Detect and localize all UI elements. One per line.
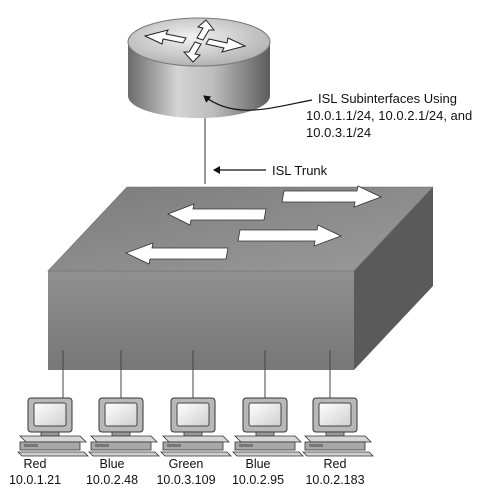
host-links xyxy=(62,350,331,398)
pc-icon xyxy=(17,397,89,457)
host-ip: 10.0.1.21 xyxy=(9,473,61,487)
pc-icon xyxy=(232,397,304,457)
annotation-arrow xyxy=(203,95,313,111)
host-ip: 10.0.2.183 xyxy=(305,473,364,487)
switch-icon xyxy=(47,185,434,370)
host-ip: 10.0.3.109 xyxy=(156,473,215,487)
host-2: Green 10.0.3.109 xyxy=(156,397,232,487)
host-name: Blue xyxy=(99,457,124,471)
host-3: Blue 10.0.2.95 xyxy=(232,397,304,487)
host-name: Red xyxy=(24,457,47,471)
pc-icon xyxy=(88,397,160,457)
host-name: Red xyxy=(324,457,347,471)
host-ip: 10.0.2.95 xyxy=(232,473,284,487)
host-0: Red 10.0.1.21 xyxy=(9,397,89,487)
host-ip: 10.0.2.48 xyxy=(86,473,138,487)
switch-arrows xyxy=(124,185,383,265)
router-icon xyxy=(127,17,271,118)
host-name: Blue xyxy=(245,457,270,471)
pc-icon xyxy=(302,397,374,457)
annotation-line-1: ISL Subinterfaces Using xyxy=(318,91,457,106)
router-arrows xyxy=(143,19,247,63)
annotation-line-3: 10.0.3.1/24 xyxy=(306,125,371,140)
host-4: Red 10.0.2.183 xyxy=(302,397,374,487)
router-annotation: ISL Subinterfaces Using 10.0.1.1/24, 10.… xyxy=(306,91,472,140)
host-name: Green xyxy=(169,457,204,471)
host-1: Blue 10.0.2.48 xyxy=(86,397,160,487)
annotation-line-2: 10.0.1.1/24, 10.0.2.1/24, and xyxy=(306,108,472,123)
pc-icon xyxy=(160,397,232,457)
trunk-label: ISL Trunk xyxy=(272,163,328,178)
